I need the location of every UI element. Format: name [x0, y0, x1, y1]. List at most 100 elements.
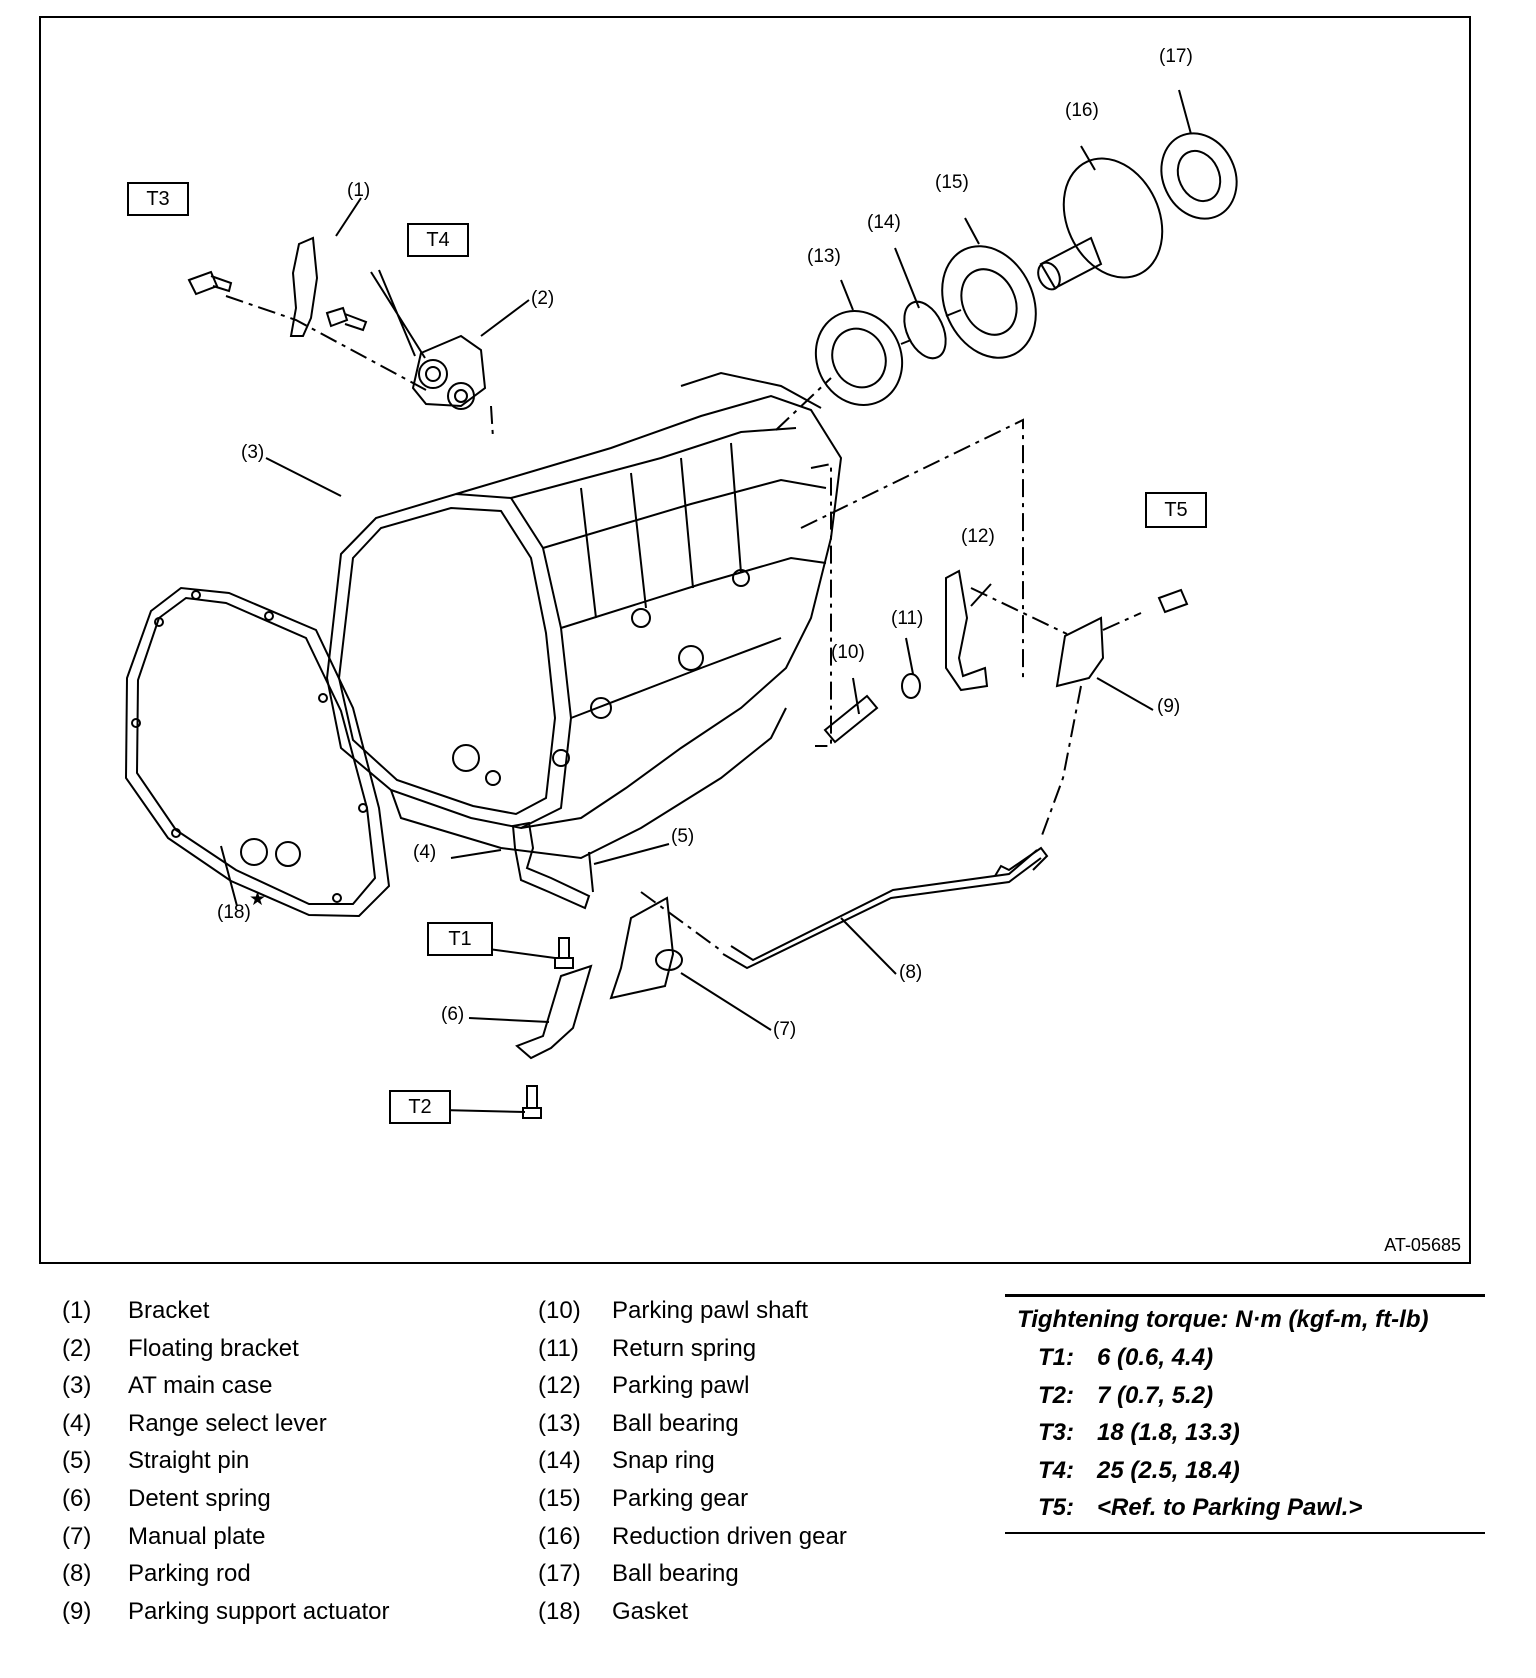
legend-part-name: Gasket: [612, 1597, 689, 1625]
legend-row: (13) Ball bearing: [538, 1405, 978, 1443]
parking-pawl-shaft: [823, 694, 879, 744]
parking-rod: [722, 857, 1042, 970]
torque-key: T5:: [1038, 1494, 1074, 1522]
torque-box-t2: T2: [389, 1090, 451, 1124]
callout-15: (15): [935, 172, 969, 193]
legend-part-name: Parking pawl: [612, 1372, 750, 1400]
torque-row: T3: 18 (1.8, 13.3): [1005, 1414, 1485, 1452]
parking-support-actuator: [1055, 616, 1105, 688]
callout-16: (16): [1065, 100, 1099, 121]
torque-value: 25 (2.5, 18.4): [1097, 1456, 1240, 1484]
legend-number: (18): [538, 1597, 581, 1625]
gasket-outline: [124, 586, 391, 918]
torque-key: T3:: [1038, 1419, 1074, 1447]
legend-number: (6): [62, 1484, 92, 1512]
reduction-driven-gear: [1062, 157, 1164, 279]
parking-pawl: [945, 569, 989, 692]
callout-11: (11): [891, 608, 924, 629]
legend-part-name: Manual plate: [128, 1522, 266, 1550]
legend-number: (13): [538, 1409, 581, 1437]
bolt-t2: [522, 1085, 542, 1119]
star-symbol: ★: [249, 889, 266, 910]
callout-10: (10): [831, 642, 865, 663]
torque-row: T2: 7 (0.7, 5.2): [1005, 1377, 1485, 1415]
callout-17: (17): [1159, 46, 1193, 67]
legend-part-name: Range select lever: [128, 1409, 327, 1437]
legend-row: (9)Parking support actuator: [62, 1593, 502, 1631]
callout-12: (12): [961, 526, 995, 547]
legend-number: (9): [62, 1597, 92, 1625]
legend-number: (8): [62, 1560, 92, 1588]
figure-id: AT-05685: [1384, 1235, 1461, 1255]
bolt-t4: [325, 306, 368, 332]
legend-row: (17) Ball bearing: [538, 1555, 978, 1593]
callout-13: (13): [807, 246, 841, 267]
callout-4: (4): [413, 842, 437, 863]
callout-7: (7): [773, 1019, 797, 1040]
diagram-frame: ★ (1) (2) (3) (4) (5) (6) (7) (8) (9) (1…: [39, 16, 1471, 1264]
bolt-t1: [554, 937, 574, 969]
callout-8: (8): [899, 962, 923, 983]
legend-row: (4)Range select lever: [62, 1405, 502, 1443]
callout-18: (18): [217, 902, 251, 923]
legend-number: (7): [62, 1522, 92, 1550]
detent-spring: [515, 964, 593, 1060]
callout-9: (9): [1157, 696, 1181, 717]
legend-part-name: Detent spring: [128, 1484, 271, 1512]
legend-column-1: (1)Bracket (2)Floating bracket (3)AT mai…: [62, 1292, 502, 1630]
legend-row: (11)Return spring: [538, 1330, 978, 1368]
callout-6: (6): [441, 1004, 465, 1025]
torque-row: T5: <Ref. to Parking Pawl.>: [1005, 1489, 1485, 1527]
legend-part-name: Ball bearing: [612, 1409, 739, 1437]
bracket-part: [289, 236, 319, 337]
torque-value: 18 (1.8, 13.3): [1097, 1419, 1240, 1447]
legend-part-name: Snap ring: [612, 1447, 715, 1475]
legend-row: (2) Floating bracket: [62, 1330, 502, 1368]
legend-part-name: AT main case: [128, 1372, 273, 1400]
legend-number: (3): [62, 1372, 92, 1400]
torque-row: T1:6 (0.6, 4.4): [1005, 1339, 1485, 1377]
legend-row: (7) Manual plate: [62, 1518, 502, 1556]
legend-part-name: Parking pawl shaft: [612, 1297, 809, 1324]
legend-part-name: Floating bracket: [128, 1334, 299, 1362]
bolt-t5: [1157, 588, 1189, 614]
legend-part-name: Return spring: [612, 1334, 757, 1362]
legend-part-name: Reduction driven gear: [612, 1522, 847, 1550]
legend-part-name: Ball bearing: [612, 1560, 739, 1588]
snap-ring: [903, 300, 947, 360]
callout-3: (3): [241, 442, 265, 463]
torque-box-t4: T4: [407, 223, 469, 257]
callout-2: (2): [531, 288, 555, 309]
ball-bearing-13: [814, 310, 904, 406]
torque-row: T4: 25 (2.5, 18.4): [1005, 1452, 1485, 1490]
torque-value: <Ref. to Parking Pawl.>: [1097, 1494, 1363, 1522]
callout-5: (5): [671, 826, 695, 847]
legend-number: (5): [62, 1447, 92, 1475]
main-case-bell: [325, 492, 573, 830]
torque-box-t3: T3: [127, 182, 189, 216]
straight-pin: [588, 851, 594, 893]
legend-row: (8)Parking rod: [62, 1555, 502, 1593]
manual-plate: [609, 896, 675, 1000]
ball-bearing-17: [1160, 132, 1238, 220]
torque-value: 7 (0.7, 5.2): [1097, 1381, 1214, 1409]
torque-key: T4:: [1038, 1456, 1074, 1484]
torque-key: T2:: [1038, 1381, 1074, 1409]
legend-number: (17): [538, 1560, 581, 1588]
legend-number: (10): [538, 1297, 581, 1324]
legend-number: (15): [538, 1484, 581, 1512]
legend-row: (18) Gasket: [538, 1593, 978, 1631]
legend-row: (10) Parking pawl shaft: [538, 1292, 978, 1330]
main-case-body: [455, 394, 843, 829]
legend-number: (2): [62, 1334, 92, 1362]
torque-box-t1: T1: [427, 922, 493, 956]
legend-number: (1): [62, 1297, 92, 1324]
legend-number: (14): [538, 1447, 581, 1475]
callout-14: (14): [867, 212, 901, 233]
legend-row: (3) AT main case: [62, 1367, 502, 1405]
legend-row: (5)Straight pin: [62, 1442, 502, 1480]
legend-column-2: (10) Parking pawl shaft (11)Return spring…: [538, 1292, 978, 1630]
parking-gear: [941, 245, 1037, 359]
legend-part-name: Parking gear: [612, 1484, 749, 1512]
torque-box-t5: T5: [1145, 492, 1207, 528]
